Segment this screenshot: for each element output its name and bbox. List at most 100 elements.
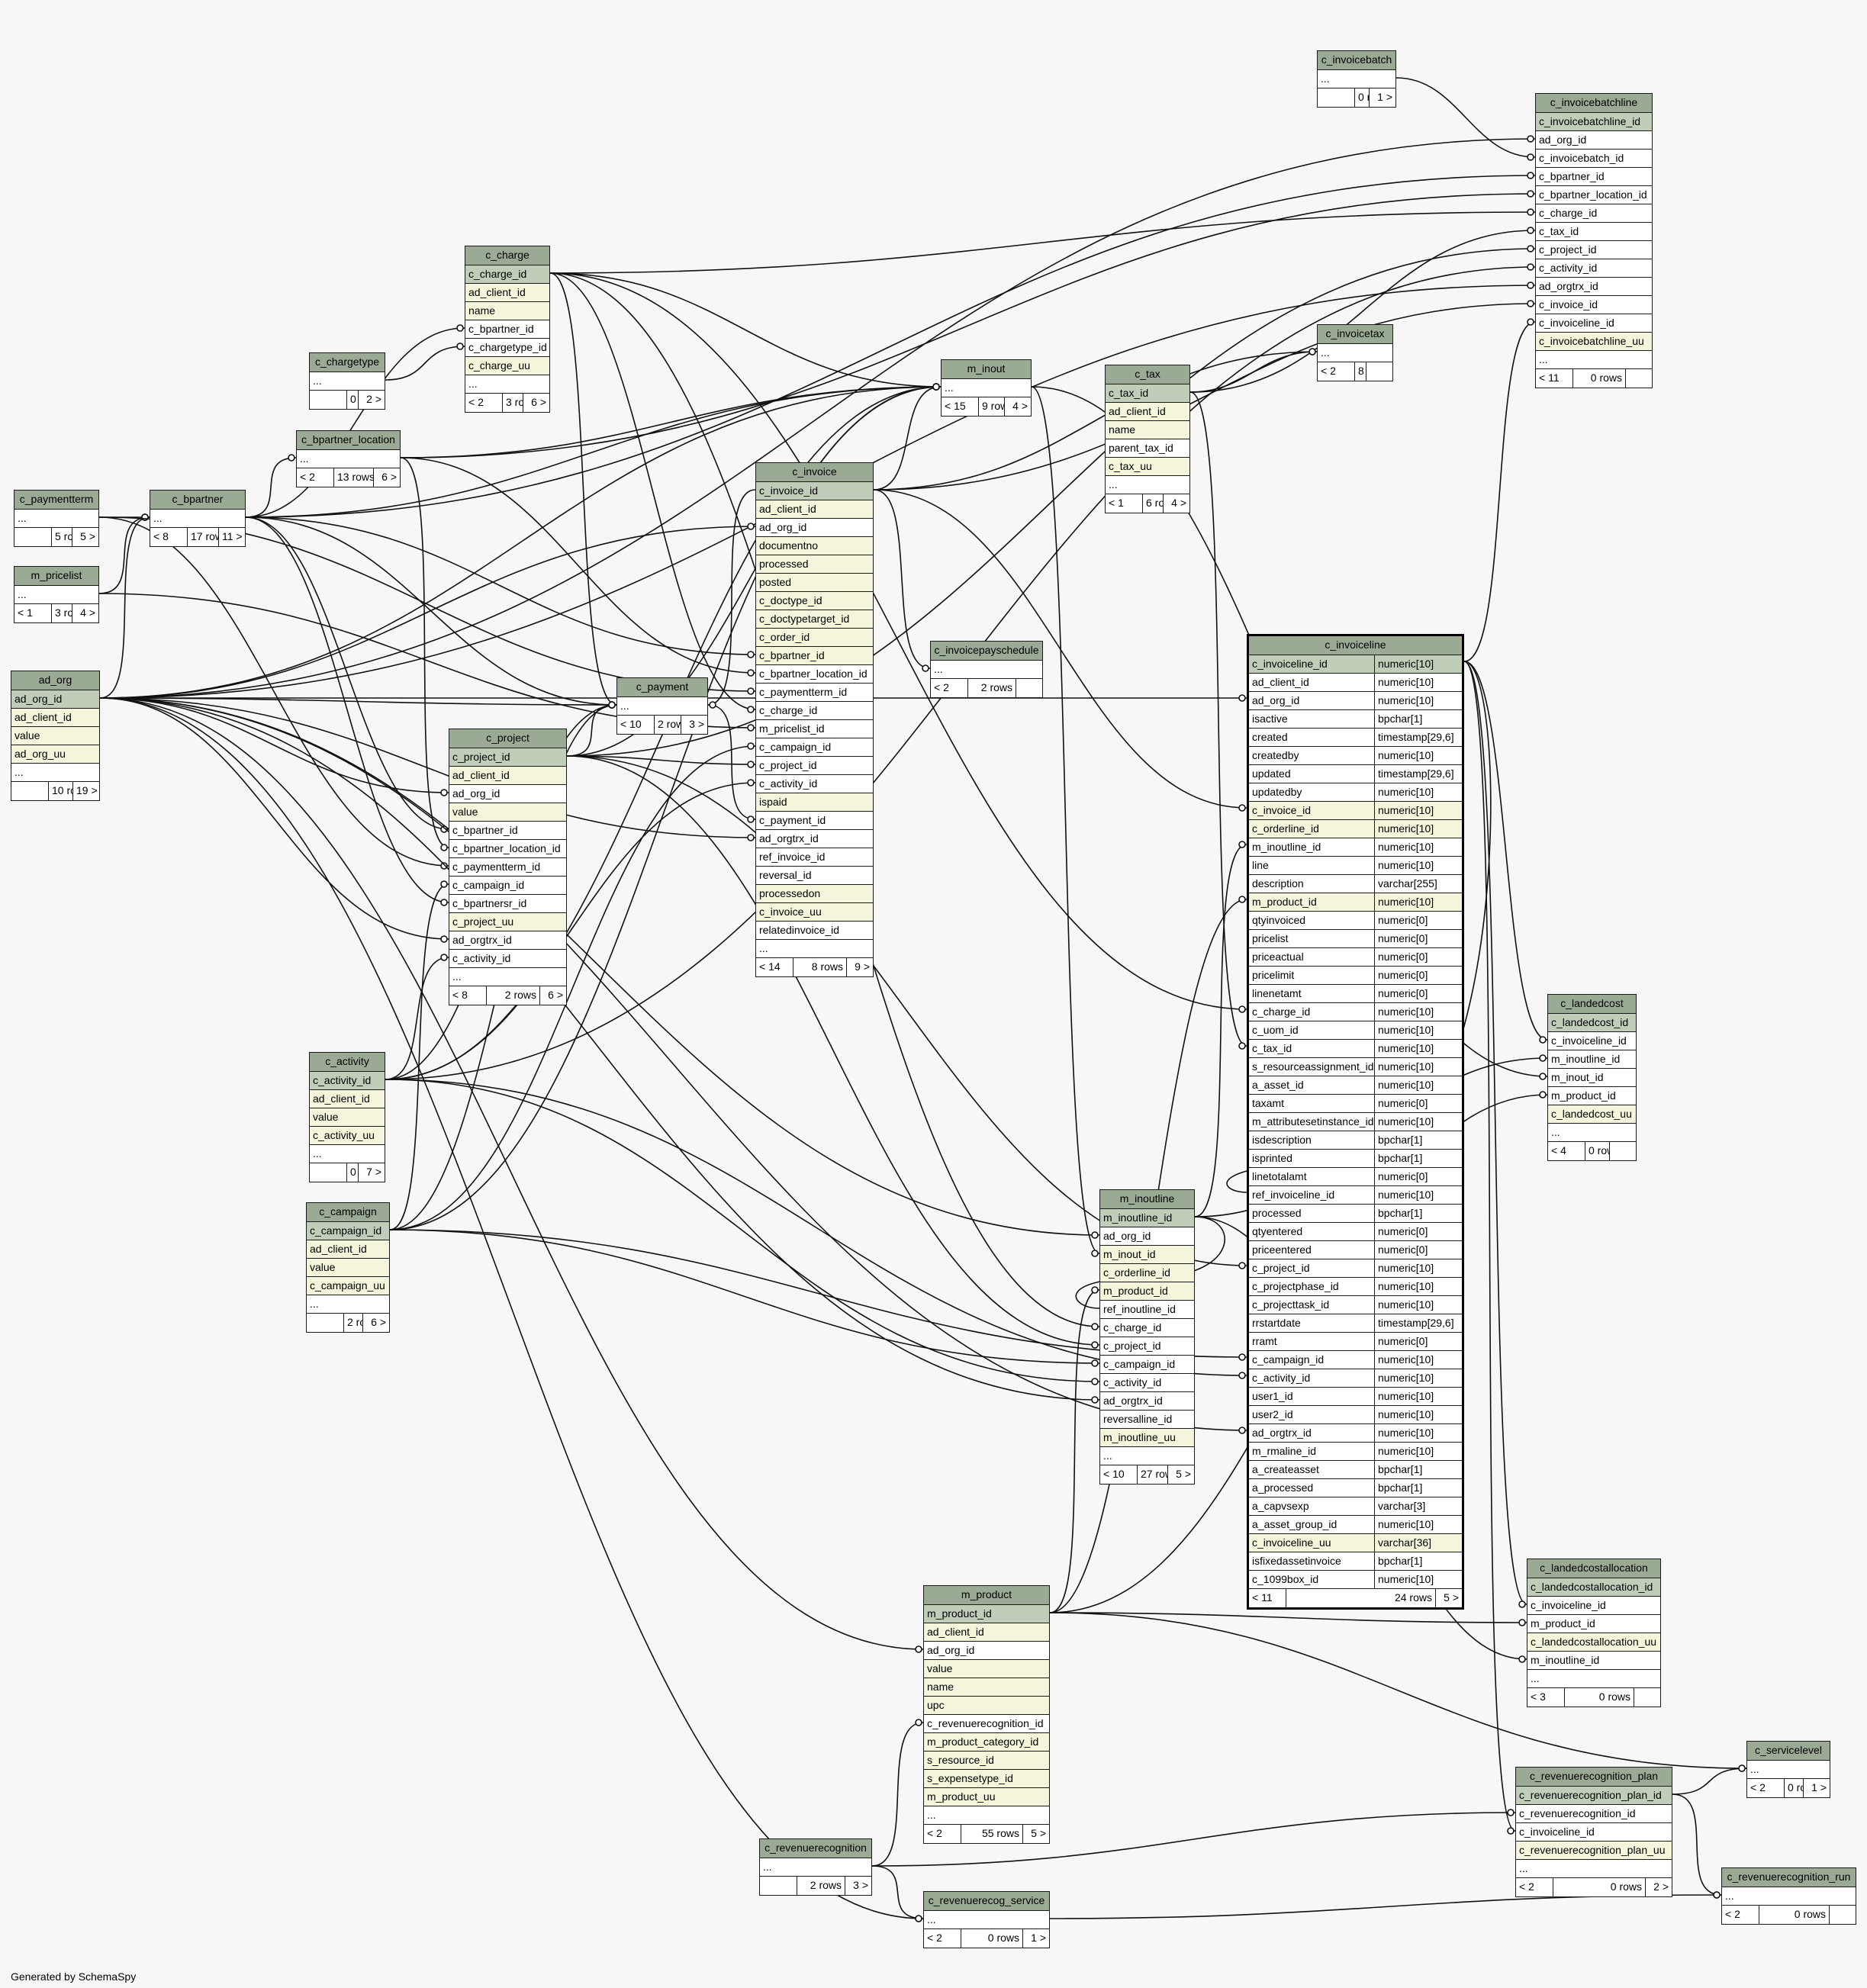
table-title[interactable]: c_chargetype xyxy=(310,353,385,372)
table-title[interactable]: c_invoice xyxy=(756,463,873,482)
table-title[interactable]: c_invoicepayschedule xyxy=(931,642,1042,661)
child-count-link[interactable] xyxy=(1829,1906,1856,1924)
parent-count-link[interactable]: < 3 xyxy=(1531,1690,1546,1703)
table-m-inout[interactable]: m_inout...< 159 rows4 > xyxy=(941,359,1032,417)
child-count-link[interactable]: 9 > xyxy=(846,958,873,976)
table-title[interactable]: c_charge xyxy=(465,246,549,265)
parent-count-link[interactable]: < 10 xyxy=(1103,1468,1125,1480)
parent-count-link[interactable]: < 2 xyxy=(1750,1781,1766,1793)
table-title[interactable]: c_landedcostallocation xyxy=(1527,1559,1660,1578)
child-count-link[interactable]: 3 > xyxy=(681,716,707,734)
parent-count-link[interactable] xyxy=(14,528,51,546)
table-title[interactable]: m_inout xyxy=(942,360,1031,379)
parent-count-link[interactable]: < 4 xyxy=(1551,1144,1566,1156)
parent-count-link[interactable]: < 2 xyxy=(927,1827,942,1839)
child-count-link[interactable]: 7 > xyxy=(358,1163,385,1182)
child-count-link[interactable]: 1 > xyxy=(1803,1779,1830,1797)
table-title[interactable]: c_campaign xyxy=(307,1203,389,1222)
child-count-link[interactable]: 6 > xyxy=(362,1314,389,1332)
child-count-link[interactable]: 1 > xyxy=(1369,88,1395,107)
child-count-link[interactable]: 4 > xyxy=(1004,397,1031,416)
parent-count-link[interactable]: < 8 xyxy=(452,989,468,1001)
parent-count-link[interactable]: < 2 xyxy=(1519,1880,1534,1893)
parent-count-link[interactable]: < 10 xyxy=(620,718,642,730)
table-title[interactable]: c_payment xyxy=(617,678,707,697)
table-title[interactable]: c_revenuerecognition_plan xyxy=(1516,1768,1672,1787)
table-m-pricelist[interactable]: m_pricelist...< 13 rows4 > xyxy=(14,566,99,623)
parent-count-link[interactable]: < 2 xyxy=(1725,1908,1740,1920)
table-c-bpartner[interactable]: c_bpartner...< 817 rows11 > xyxy=(150,490,246,547)
child-count-link[interactable]: 5 > xyxy=(1435,1589,1462,1607)
child-count-link[interactable]: 4 > xyxy=(72,604,98,622)
parent-count-link[interactable]: < 11 xyxy=(1252,1591,1273,1604)
table-title[interactable]: m_inoutline xyxy=(1100,1190,1194,1209)
table-title[interactable]: c_invoicebatch xyxy=(1318,51,1395,70)
child-count-link[interactable]: 5 > xyxy=(1022,1825,1049,1843)
parent-count-link[interactable]: < 2 xyxy=(934,681,949,693)
parent-count-link[interactable] xyxy=(310,1163,346,1182)
child-count-link[interactable]: 5 > xyxy=(72,528,98,546)
table-title[interactable]: c_revenuerecognition_run xyxy=(1722,1868,1856,1887)
child-count-link[interactable]: 4 > xyxy=(1163,494,1189,513)
table-title[interactable]: c_landedcost xyxy=(1548,995,1636,1014)
table-title[interactable]: c_bpartner_location xyxy=(297,431,400,450)
parent-count-link[interactable]: < 1 xyxy=(18,606,33,619)
table-c-invoicetax[interactable]: c_invoicetax...< 28 rows xyxy=(1317,324,1393,381)
parent-count-link[interactable]: < 2 xyxy=(1321,365,1336,377)
table-title[interactable]: ad_org xyxy=(11,671,99,690)
child-count-link[interactable] xyxy=(1634,1688,1660,1707)
parent-count-link[interactable]: < 15 xyxy=(945,400,966,412)
table-title[interactable]: c_revenuerecognition xyxy=(760,1839,871,1858)
parent-count-link[interactable]: < 8 xyxy=(153,530,169,542)
parent-count-link[interactable] xyxy=(310,391,346,409)
child-count-link[interactable]: 6 > xyxy=(373,468,400,487)
table-title[interactable]: c_paymentterm xyxy=(14,491,98,510)
child-count-link[interactable]: 1 > xyxy=(1022,1929,1049,1948)
parent-count-link[interactable] xyxy=(760,1877,797,1895)
parent-count-link[interactable] xyxy=(11,782,48,800)
table-title[interactable]: m_product xyxy=(924,1586,1049,1605)
table-title[interactable]: c_revenuerecog_service xyxy=(924,1892,1049,1911)
child-count-link[interactable]: 2 > xyxy=(1645,1878,1672,1896)
child-count-link[interactable]: 19 > xyxy=(72,782,99,800)
parent-count-link[interactable] xyxy=(1318,88,1354,107)
table-title[interactable]: c_invoicebatchline xyxy=(1536,94,1652,113)
table-title[interactable]: m_pricelist xyxy=(14,567,98,586)
child-count-link[interactable] xyxy=(1609,1142,1636,1160)
parent-count-link[interactable]: < 1 xyxy=(1109,497,1124,509)
table-title[interactable]: c_servicelevel xyxy=(1747,1742,1830,1761)
table-title[interactable]: c_tax xyxy=(1106,365,1189,384)
parent-count-link[interactable]: < 11 xyxy=(1539,372,1560,384)
child-count-link[interactable]: 11 > xyxy=(218,528,245,546)
child-count-link[interactable]: 5 > xyxy=(1167,1465,1194,1484)
table-title[interactable]: c_project xyxy=(449,729,566,748)
child-count-link[interactable] xyxy=(1625,369,1652,388)
parent-count-link[interactable]: < 2 xyxy=(927,1932,942,1944)
table-title[interactable]: c_invoiceline xyxy=(1249,636,1462,655)
parent-count-link[interactable] xyxy=(307,1314,343,1332)
table-title[interactable]: c_invoicetax xyxy=(1318,325,1392,344)
child-count-link[interactable] xyxy=(1366,362,1392,381)
child-count-link[interactable] xyxy=(1016,679,1042,697)
